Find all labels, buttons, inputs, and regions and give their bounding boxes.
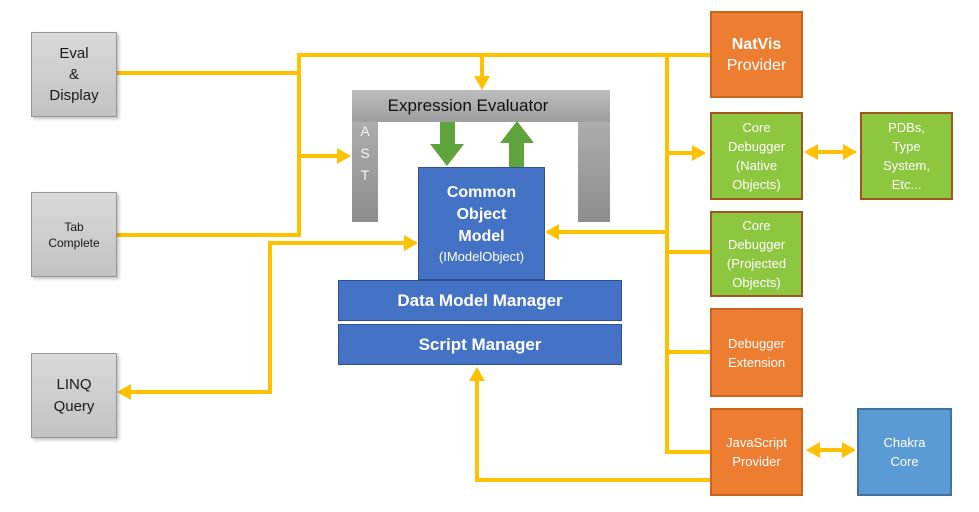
green-down-arrow-head <box>430 144 464 166</box>
connector-linq-com-horizontal <box>268 241 404 245</box>
connector-native-pdbs <box>815 150 846 154</box>
com-subtitle: (IModelObject) <box>438 249 525 264</box>
arrowhead-into-com-left <box>404 235 418 251</box>
connector-tab-to-bus <box>117 233 301 237</box>
node-debugger-extension: Debugger Extension <box>710 308 803 397</box>
arrowhead-into-com-right <box>545 224 559 240</box>
connector-to-linq <box>131 390 272 394</box>
arrowhead-into-js-provider <box>806 442 820 458</box>
node-natvis-provider: NatVis Provider <box>710 11 803 98</box>
arrowhead-into-chakra <box>842 442 856 458</box>
green-up-arrow-head <box>500 121 534 143</box>
arrowhead-into-core-debugger-native <box>692 145 706 161</box>
node-tab-complete: Tab Complete <box>31 192 117 277</box>
ast-label: A S T <box>360 123 370 183</box>
arrowhead-into-native <box>804 144 818 160</box>
connector-to-core-debugger-projected <box>669 250 710 254</box>
connector-bus-to-com <box>558 230 669 234</box>
node-eval-display: Eval & Display <box>31 32 117 117</box>
green-down-arrow-shaft <box>440 122 455 145</box>
node-core-debugger-native: Core Debugger (Native Objects) <box>710 112 803 200</box>
connector-to-expression-evaluator <box>480 57 484 78</box>
connector-top-bus <box>297 53 710 57</box>
arrowhead-into-expression-evaluator <box>474 76 490 90</box>
node-expression-evaluator: Expression Evaluator <box>352 90 610 122</box>
node-javascript-provider: JavaScript Provider <box>710 408 803 496</box>
connector-js-to-script-horizontal <box>475 478 710 482</box>
expression-evaluator-label: Expression Evaluator <box>387 96 549 115</box>
arrowhead-into-pdbs <box>843 144 857 160</box>
arrowhead-into-ast <box>337 148 351 164</box>
connector-js-chakra <box>817 448 845 452</box>
node-pdbs-type-system: PDBs, Type System, Etc... <box>860 112 953 200</box>
node-script-manager: Script Manager <box>338 324 622 365</box>
connector-eval-to-bus <box>117 71 301 75</box>
node-data-model-manager: Data Model Manager <box>338 280 622 321</box>
connector-to-debugger-extension <box>669 350 710 354</box>
arrowhead-into-script-manager <box>469 367 485 381</box>
node-linq-query: LINQ Query <box>31 353 117 438</box>
connector-js-to-script-vertical <box>475 380 479 482</box>
node-core-debugger-projected: Core Debugger (Projected Objects) <box>710 211 803 297</box>
node-chakra-core: Chakra Core <box>857 408 952 496</box>
connector-linq-com-vertical <box>268 241 272 394</box>
connector-to-core-debugger-native <box>669 151 692 155</box>
node-common-object-model: Common Object Model (IModelObject) <box>418 167 545 280</box>
connector-to-ast <box>299 154 337 158</box>
arrowhead-into-linq <box>117 384 131 400</box>
connector-left-bus <box>297 53 301 237</box>
connector-right-bus <box>665 57 669 454</box>
green-up-arrow-shaft <box>509 142 524 168</box>
connector-to-javascript-provider <box>669 450 710 454</box>
